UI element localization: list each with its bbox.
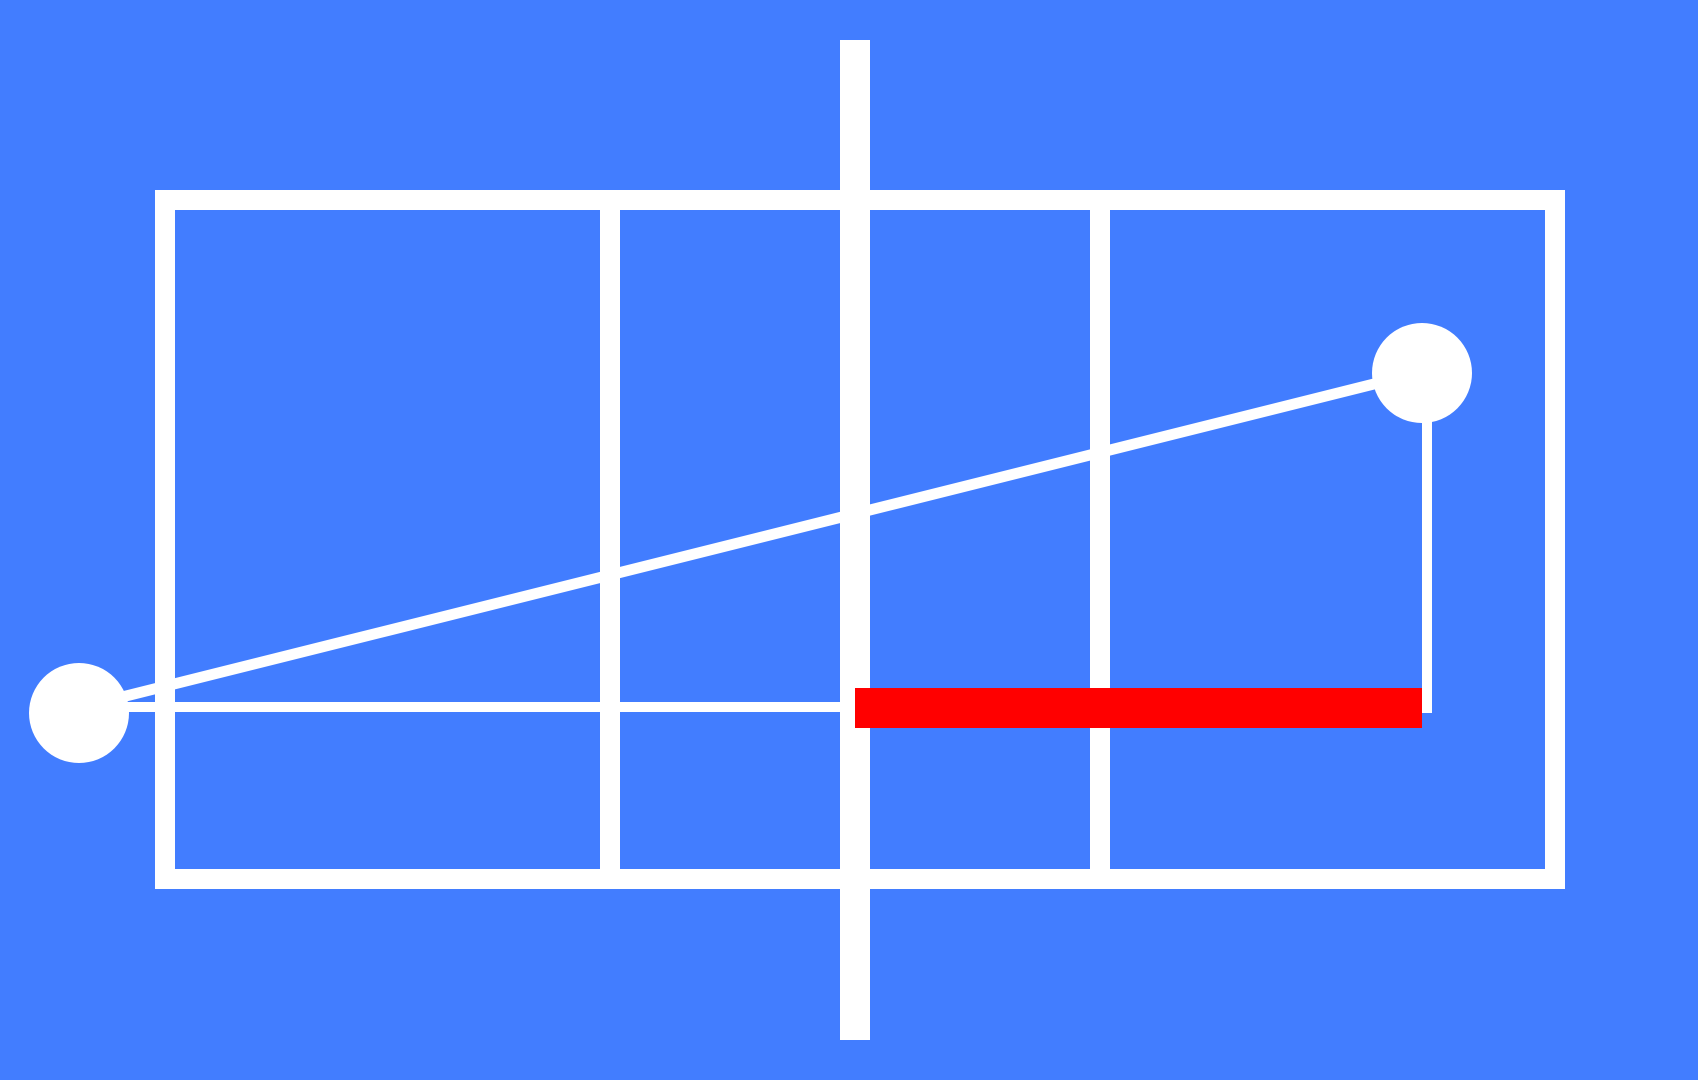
red-highlight-bar xyxy=(855,688,1422,728)
table-divider-left xyxy=(600,200,620,879)
trajectory-line xyxy=(108,369,1412,706)
left-ball xyxy=(29,663,129,763)
table-divider-right xyxy=(1090,200,1110,879)
horizontal-line xyxy=(110,702,860,712)
vertical-connector xyxy=(1422,395,1432,713)
net-line xyxy=(840,40,870,1040)
right-ball xyxy=(1372,323,1472,423)
